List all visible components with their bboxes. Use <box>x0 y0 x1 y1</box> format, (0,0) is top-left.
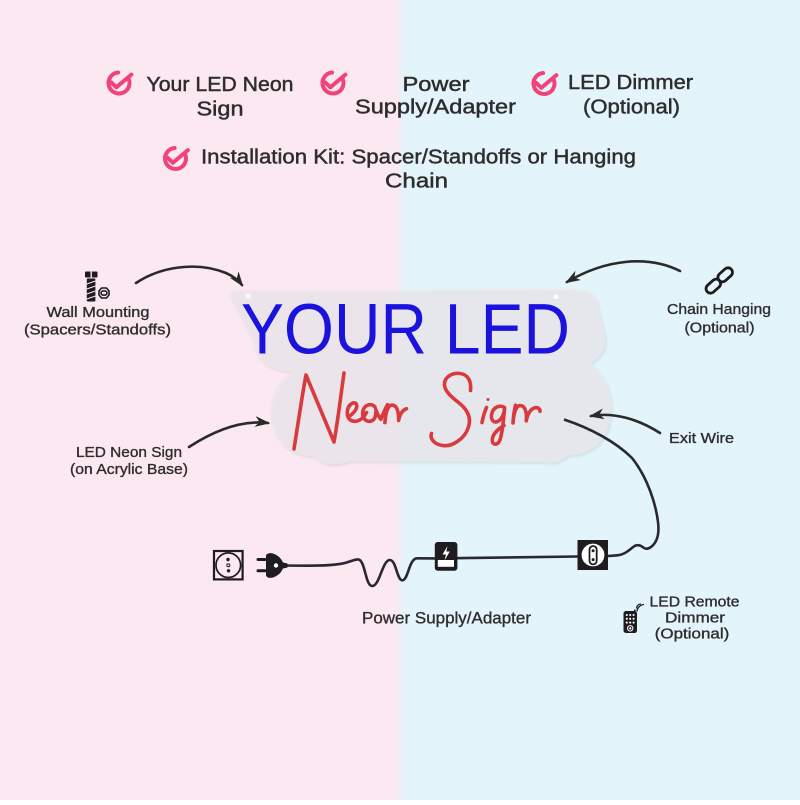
svg-text:Dimmer: Dimmer <box>665 611 725 627</box>
svg-text:Exit Wire: Exit Wire <box>669 430 734 447</box>
svg-text:Chain Hanging: Chain Hanging <box>667 301 771 318</box>
svg-text:(Optional): (Optional) <box>685 320 755 337</box>
svg-text:Sign: Sign <box>197 99 244 121</box>
svg-text:Power Supply/Adapter: Power Supply/Adapter <box>362 609 531 628</box>
svg-text:Chain: Chain <box>385 171 448 193</box>
svg-text:Your LED Neon: Your LED Neon <box>147 74 294 96</box>
svg-text:Power: Power <box>403 74 470 96</box>
svg-text:LED Neon Sign: LED Neon Sign <box>76 444 182 461</box>
svg-text:(Optional): (Optional) <box>655 627 730 643</box>
svg-text:(on Acrylic Base): (on Acrylic Base) <box>70 461 188 478</box>
svg-text:LED Dimmer: LED Dimmer <box>568 72 693 94</box>
svg-text:(Spacers/Standoffs): (Spacers/Standoffs) <box>24 322 171 339</box>
svg-text:Installation Kit: Spacer/Stand: Installation Kit: Spacer/Standoffs or Ha… <box>201 147 636 169</box>
svg-text:(Optional): (Optional) <box>583 97 680 119</box>
svg-text:Wall Mounting: Wall Mounting <box>47 304 150 321</box>
svg-text:Supply/Adapter: Supply/Adapter <box>355 97 516 119</box>
svg-text:LED Remote: LED Remote <box>650 595 740 611</box>
svg-text:YOUR LED: YOUR LED <box>241 291 570 370</box>
